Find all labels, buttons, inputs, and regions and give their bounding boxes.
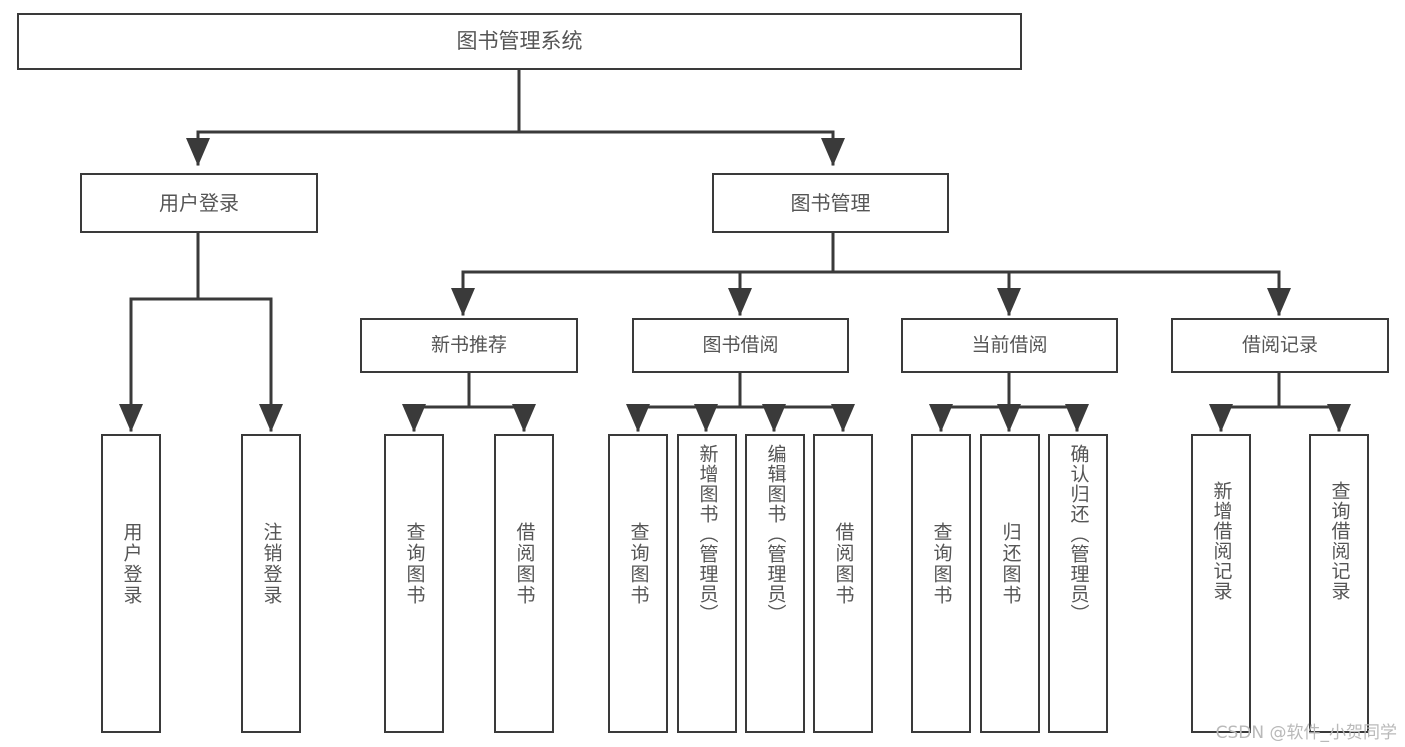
node-new-book-recommend[interactable]: 新书推荐 <box>360 318 578 373</box>
leaf-new-book-query-book[interactable]: 查询图书 <box>384 434 444 733</box>
node-label: 新增借阅记录 <box>1210 481 1233 601</box>
leaf-book-borrow-borrow-book[interactable]: 借阅图书 <box>813 434 873 733</box>
node-user-login[interactable]: 用户登录 <box>80 173 318 233</box>
node-label: 图书管理系统 <box>456 29 583 54</box>
node-label: 查询图书 <box>627 522 650 606</box>
node-label: 编辑图书（管理员） <box>764 444 787 624</box>
leaf-borrow-record-add-record[interactable]: 新增借阅记录 <box>1191 434 1251 733</box>
node-label: 新增图书（管理员） <box>696 444 719 624</box>
node-label: 新书推荐 <box>430 333 507 356</box>
node-label: 借阅图书 <box>513 522 536 606</box>
leaf-current-borrow-return-book[interactable]: 归还图书 <box>980 434 1040 733</box>
leaf-user-login-login[interactable]: 用户登录 <box>101 434 161 733</box>
node-label: 注销登录 <box>260 522 283 606</box>
leaf-user-login-logout[interactable]: 注销登录 <box>241 434 301 733</box>
node-label: 确认归还（管理员） <box>1067 444 1090 624</box>
node-label: 查询借阅记录 <box>1328 481 1351 601</box>
node-label: 当前借阅 <box>971 333 1048 356</box>
leaf-current-borrow-confirm-return-admin[interactable]: 确认归还（管理员） <box>1048 434 1108 733</box>
node-root-book-management-system[interactable]: 图书管理系统 <box>17 13 1022 70</box>
node-label: 查询图书 <box>930 522 953 606</box>
node-borrow-record[interactable]: 借阅记录 <box>1171 318 1389 373</box>
node-label: 借阅记录 <box>1241 333 1318 356</box>
csdn-watermark: CSDN @软件_小贺同学 <box>1215 723 1397 743</box>
node-label: 借阅图书 <box>832 522 855 606</box>
node-label: 查询图书 <box>403 522 426 606</box>
node-label: 用户登录 <box>159 190 239 215</box>
node-book-management[interactable]: 图书管理 <box>712 173 949 233</box>
node-label: 用户登录 <box>120 522 143 606</box>
node-label: 归还图书 <box>999 522 1022 606</box>
leaf-book-borrow-add-book-admin[interactable]: 新增图书（管理员） <box>677 434 737 733</box>
leaf-new-book-borrow-book[interactable]: 借阅图书 <box>494 434 554 733</box>
node-label: 图书管理 <box>790 190 871 215</box>
leaf-book-borrow-query-book[interactable]: 查询图书 <box>608 434 668 733</box>
node-current-borrow[interactable]: 当前借阅 <box>901 318 1118 373</box>
leaf-book-borrow-edit-book-admin[interactable]: 编辑图书（管理员） <box>745 434 805 733</box>
leaf-borrow-record-query-record[interactable]: 查询借阅记录 <box>1309 434 1369 733</box>
node-label: 图书借阅 <box>702 333 779 356</box>
node-book-borrow[interactable]: 图书借阅 <box>632 318 849 373</box>
leaf-current-borrow-query-book[interactable]: 查询图书 <box>911 434 971 733</box>
